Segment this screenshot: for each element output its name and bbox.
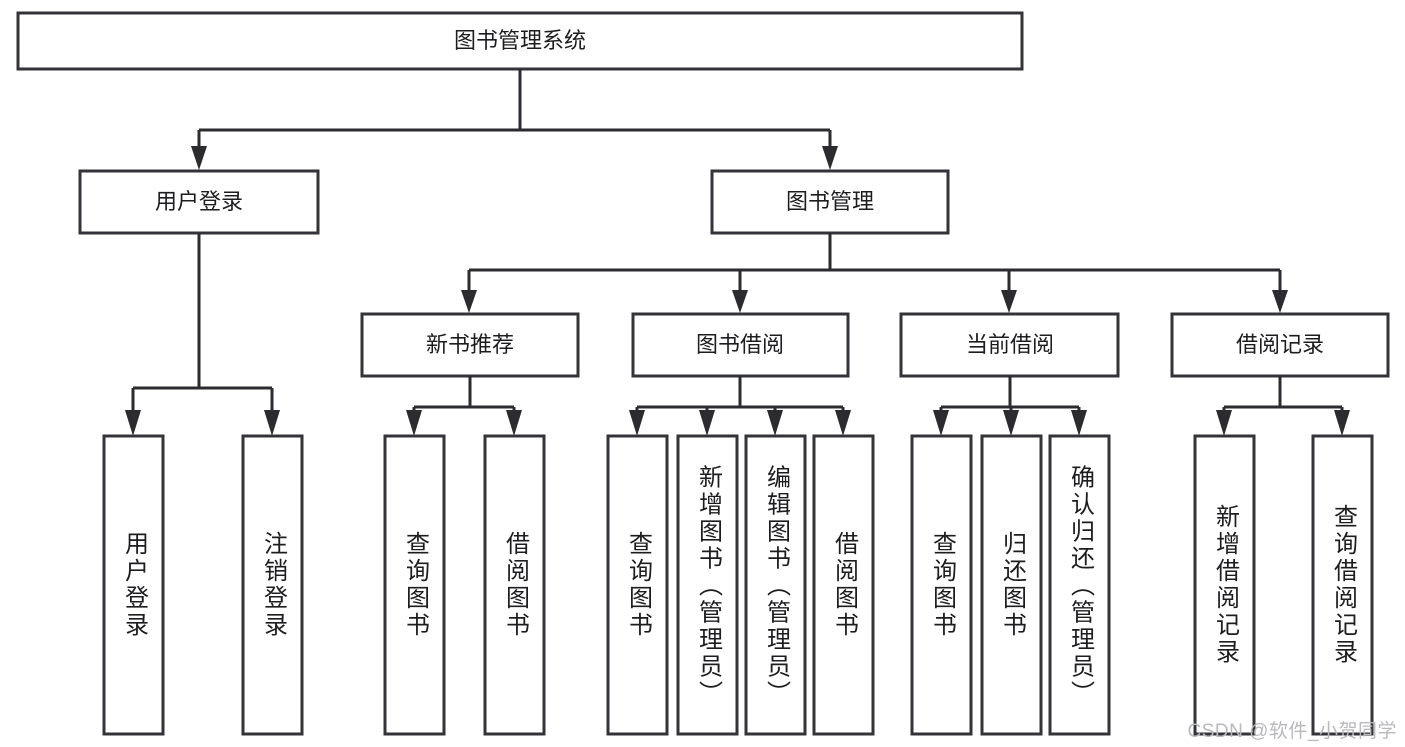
leaf-edit-book-box xyxy=(744,434,807,736)
leaf-user-login-label: 用户登录 xyxy=(121,531,149,639)
leaf-edit-book-label: 编辑图书（管理员） xyxy=(763,465,791,708)
connector-root-to-level1 xyxy=(191,69,838,170)
connector-current-borrow-to-leaves xyxy=(933,376,1087,436)
arrow-head-leaf-borrow-book-1 xyxy=(506,410,522,436)
connector-book-management-to-level2 xyxy=(461,233,1288,313)
node-book-borrow-box xyxy=(631,312,850,378)
node-root-box xyxy=(16,11,1024,71)
leaf-add-book-label: 新增图书（管理员） xyxy=(695,465,723,708)
leaf-query-book-1-box xyxy=(383,434,446,736)
leaf-add-record[interactable]: 新增借阅记录 xyxy=(1193,434,1256,736)
node-user-login-label: 用户登录 xyxy=(155,189,243,214)
arrow-head-book-management xyxy=(822,146,838,170)
arrow-head-borrow-record xyxy=(1272,290,1288,313)
arrow-head-leaf-query-book-3 xyxy=(933,410,949,436)
leaf-logout-box xyxy=(241,434,304,736)
node-current-borrow[interactable]: 当前借阅 xyxy=(899,312,1120,378)
leaf-query-record[interactable]: 查询借阅记录 xyxy=(1311,434,1374,736)
node-book-borrow-label: 图书借阅 xyxy=(696,332,784,357)
leaf-add-record-box xyxy=(1193,434,1256,736)
leaf-add-book-box xyxy=(676,434,739,736)
arrow-head-leaf-add-book xyxy=(699,410,715,436)
node-current-borrow-label: 当前借阅 xyxy=(966,332,1054,357)
node-root-system[interactable]: 图书管理系统 xyxy=(16,11,1024,71)
leaf-add-record-label: 新增借阅记录 xyxy=(1212,504,1240,666)
leaf-return-book[interactable]: 归还图书 xyxy=(980,434,1043,736)
leaf-return-book-box xyxy=(980,434,1043,736)
leaf-add-book[interactable]: 新增图书（管理员） xyxy=(676,434,739,736)
node-book-management[interactable]: 图书管理 xyxy=(710,169,950,235)
arrow-head-leaf-query-record xyxy=(1334,410,1350,436)
node-new-book-recommend[interactable]: 新书推荐 xyxy=(360,312,580,378)
arrow-head-leaf-query-book-2 xyxy=(629,410,645,436)
arrow-head-leaf-logout xyxy=(264,410,280,436)
leaf-logout-label: 注销登录 xyxy=(260,531,288,639)
arrow-head-current-borrow xyxy=(1001,290,1017,313)
leaf-query-record-box xyxy=(1311,434,1374,736)
node-root-label: 图书管理系统 xyxy=(454,28,586,53)
node-book-management-box xyxy=(710,169,950,235)
leaf-confirm-return-box xyxy=(1048,434,1111,736)
leaf-query-book-2-box xyxy=(606,434,669,736)
arrow-head-leaf-edit-book xyxy=(767,410,783,436)
node-new-book-recommend-box xyxy=(360,312,580,378)
leaf-query-book-2-label: 查询图书 xyxy=(625,531,653,639)
leaf-query-record-label: 查询借阅记录 xyxy=(1330,504,1358,666)
arrow-head-user-login xyxy=(191,146,207,170)
node-new-book-recommend-label: 新书推荐 xyxy=(426,332,514,357)
arrow-head-leaf-borrow-book-2 xyxy=(835,410,851,436)
node-borrow-record-box xyxy=(1170,312,1390,378)
leaf-borrow-book-2[interactable]: 借阅图书 xyxy=(812,434,875,736)
node-user-login[interactable]: 用户登录 xyxy=(78,169,320,235)
leaf-borrow-book-2-label: 借阅图书 xyxy=(831,531,859,639)
leaf-query-book-2[interactable]: 查询图书 xyxy=(606,434,669,736)
leaf-borrow-book-2-box xyxy=(812,434,875,736)
arrow-head-leaf-query-book-1 xyxy=(406,410,422,436)
node-borrow-record[interactable]: 借阅记录 xyxy=(1170,312,1390,378)
arrow-head-leaf-confirm-return xyxy=(1071,410,1087,436)
arrow-head-leaf-add-record xyxy=(1216,410,1232,436)
leaf-query-book-1[interactable]: 查询图书 xyxy=(383,434,446,736)
leaf-borrow-book-1-label: 借阅图书 xyxy=(502,531,530,639)
node-borrow-record-label: 借阅记录 xyxy=(1236,332,1324,357)
leaf-user-login[interactable]: 用户登录 xyxy=(102,434,165,736)
connector-borrow-record-to-leaves xyxy=(1216,376,1350,436)
leaf-return-book-label: 归还图书 xyxy=(999,531,1027,639)
arrow-head-new-book-recommend xyxy=(461,290,477,313)
connector-new-book-recommend-to-leaves xyxy=(406,376,522,436)
leaf-query-book-3[interactable]: 查询图书 xyxy=(910,434,973,736)
leaf-borrow-book-1-box xyxy=(483,434,546,736)
leaf-logout[interactable]: 注销登录 xyxy=(241,434,304,736)
node-book-borrow[interactable]: 图书借阅 xyxy=(631,312,850,378)
leaf-confirm-return[interactable]: 确认归还（管理员） xyxy=(1048,434,1111,736)
leaf-borrow-book-1[interactable]: 借阅图书 xyxy=(483,434,546,736)
arrow-head-book-borrow xyxy=(732,290,748,313)
node-book-management-label: 图书管理 xyxy=(786,189,874,214)
leaf-edit-book[interactable]: 编辑图书（管理员） xyxy=(744,434,807,736)
leaf-query-book-3-box xyxy=(910,434,973,736)
connector-user-login-to-leaves xyxy=(125,233,280,436)
leaf-query-book-1-label: 查询图书 xyxy=(402,531,430,639)
arrow-head-leaf-user-login xyxy=(125,410,141,436)
leaf-query-book-3-label: 查询图书 xyxy=(929,531,957,639)
connector-book-borrow-to-leaves xyxy=(629,376,851,436)
node-current-borrow-box xyxy=(899,312,1120,378)
leaf-user-login-box xyxy=(102,434,165,736)
leaf-confirm-return-label: 确认归还（管理员） xyxy=(1067,465,1095,708)
arrow-head-leaf-return-book xyxy=(1003,410,1019,436)
